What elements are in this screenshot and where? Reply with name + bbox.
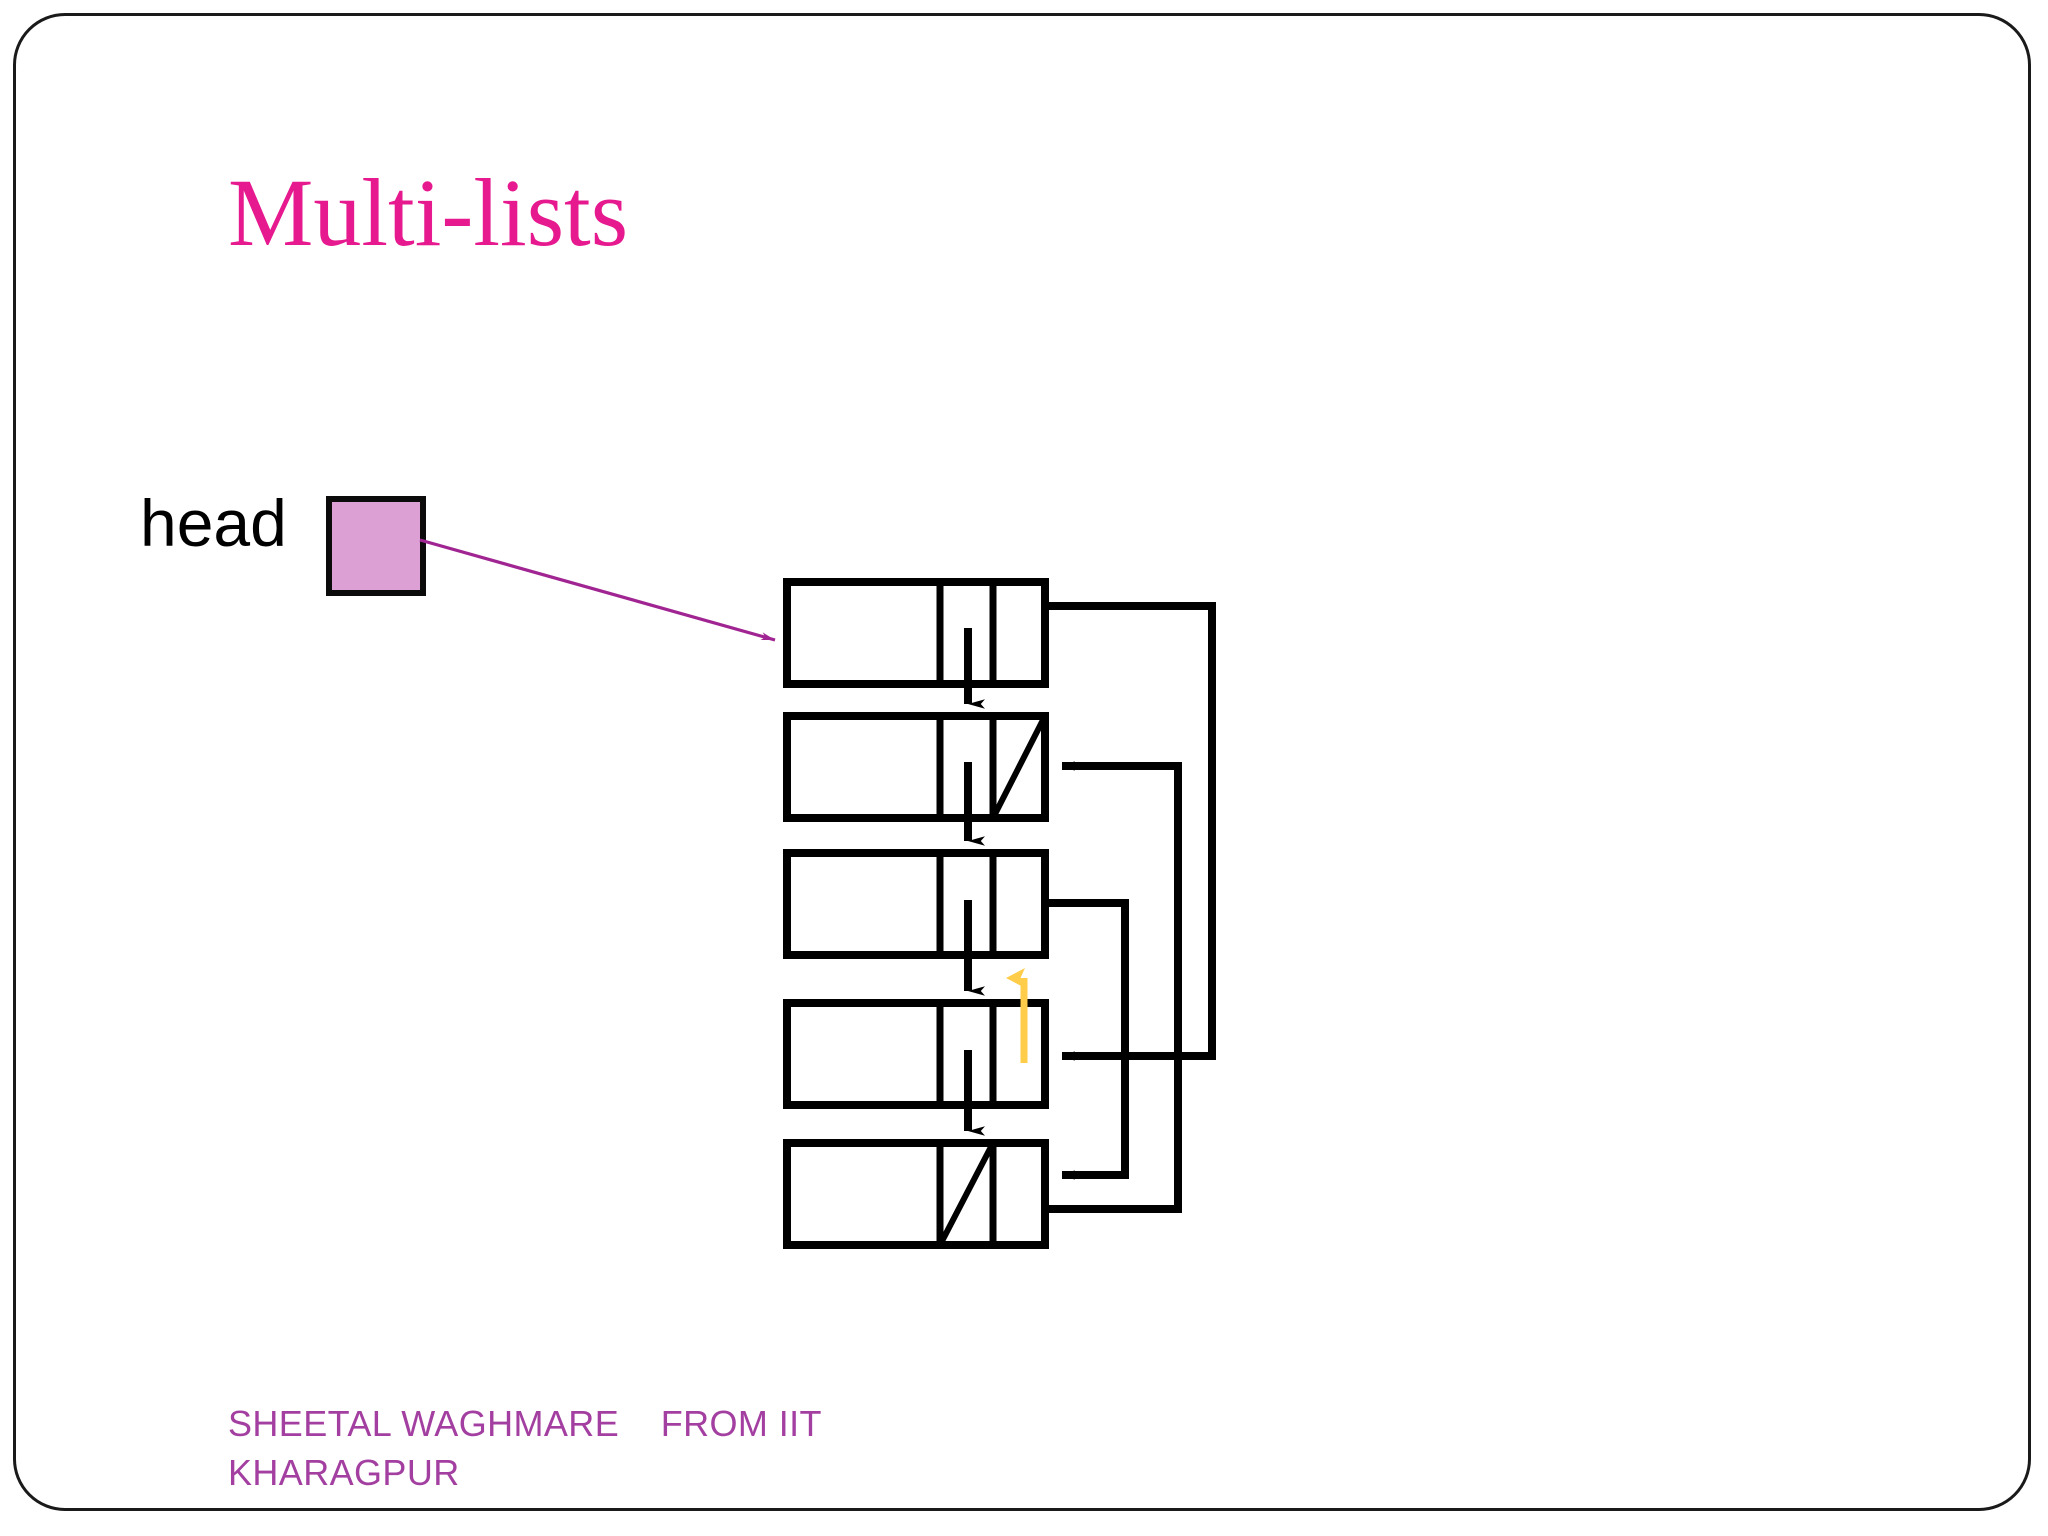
footer-line-1: SHEETAL WAGHMARE FROM IIT (228, 1403, 822, 1444)
footer-credit: SHEETAL WAGHMARE FROM IIT KHARAGPUR (228, 1400, 1128, 1497)
head-pointer-label: head (140, 486, 287, 560)
page-title: Multi-lists (228, 159, 629, 266)
head-pointer-box (326, 496, 426, 596)
footer-line-2: KHARAGPUR (228, 1451, 460, 1493)
